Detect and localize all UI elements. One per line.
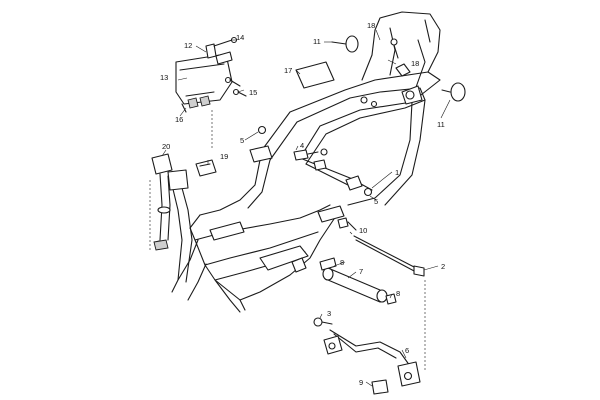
label-part-4: 4 [300, 141, 304, 150]
label-part-13: 13 [160, 73, 168, 82]
long-bolt-2 [353, 235, 425, 277]
part-number-labels: 1 2 3 4 5 5 6 7 8 8 9 10 11 11 12 13 14 … [160, 21, 445, 387]
label-part-9: 9 [359, 378, 363, 387]
label-part-11a: 11 [313, 37, 321, 46]
label-part-14: 14 [236, 33, 244, 42]
brackets-18 [390, 38, 411, 77]
label-part-18b: 18 [411, 59, 419, 68]
label-part-17: 17 [284, 66, 292, 75]
link-lever-6 [323, 329, 421, 387]
label-part-8b: 8 [396, 289, 400, 298]
main-frame [171, 11, 441, 313]
nut-10 [337, 217, 357, 231]
bracket-assembly-13-16 [175, 36, 247, 113]
grommets-11 [331, 35, 466, 102]
bolts-4-5 [257, 96, 378, 197]
label-part-8a: 8 [340, 258, 344, 267]
clip-9 [371, 379, 389, 395]
label-part-20: 20 [162, 142, 170, 151]
head-pipe-assembly [151, 153, 189, 251]
bolt-3 [313, 317, 333, 327]
label-part-15: 15 [249, 88, 257, 97]
label-part-10: 10 [359, 226, 367, 235]
label-part-3: 3 [327, 309, 331, 318]
leader-lines [149, 29, 451, 387]
label-part-1: 1 [395, 168, 399, 177]
label-part-19: 19 [220, 152, 228, 161]
label-part-6: 6 [405, 346, 409, 355]
label-part-7: 7 [359, 267, 363, 276]
label-part-11b: 11 [437, 120, 445, 129]
label-part-18a: 18 [367, 21, 375, 30]
label-part-12: 12 [184, 41, 192, 50]
engine-mount-7-8 [319, 257, 397, 305]
label-part-2: 2 [441, 262, 445, 271]
label-part-5b: 5 [374, 197, 378, 206]
label-plate-17 [295, 61, 335, 89]
label-part-16: 16 [175, 115, 183, 124]
label-part-5a: 5 [240, 136, 244, 145]
bracket-19 [195, 159, 217, 177]
